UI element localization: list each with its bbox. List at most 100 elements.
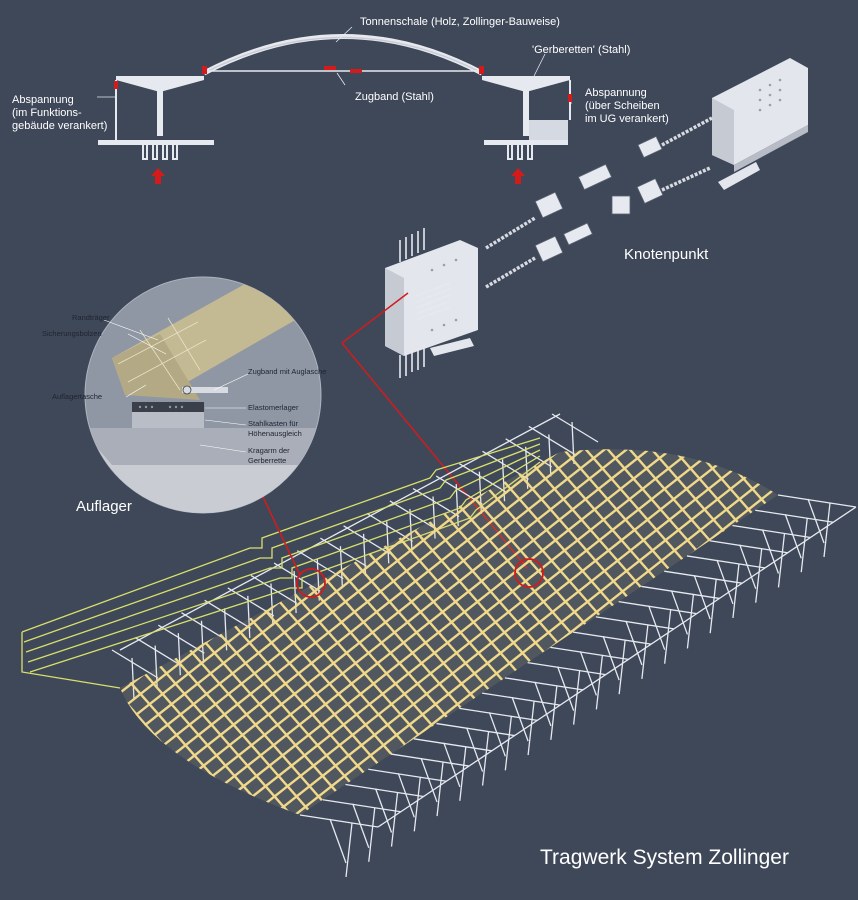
node-threaded-rods [485, 116, 713, 289]
right-frame-strut [807, 498, 825, 544]
right-support-arrow [511, 168, 525, 184]
left-foundation [98, 140, 214, 145]
left-anchor-mark [114, 81, 118, 89]
lattice-member-b [120, 449, 129, 815]
left-gerberette-top [116, 76, 204, 80]
right-frame-strut [784, 514, 802, 559]
lattice-member-b [757, 449, 778, 815]
left-frame-column [455, 484, 459, 527]
right-frame-column [823, 502, 831, 558]
barrel-shell-inner [203, 36, 483, 74]
left-frame-column [548, 434, 552, 477]
left-frame-arm [250, 574, 298, 605]
lattice-member-a [848, 420, 858, 830]
right-frame-arm [709, 540, 788, 554]
node-right-foot [718, 162, 760, 190]
left-anchor-label-3: gebäude verankert) [12, 120, 107, 132]
right-frame-column [459, 746, 467, 801]
right-frame-strut [693, 574, 711, 620]
right-frame-arm [595, 616, 675, 630]
lattice-member-a [759, 449, 778, 815]
right-frame-column [504, 716, 512, 771]
right-frame-column [368, 807, 376, 862]
lattice-member-b [0, 420, 40, 830]
right-frame-arm [345, 783, 424, 798]
node-clevis-3 [534, 191, 564, 219]
right-gerberette-top [482, 76, 570, 80]
right-frame-column [390, 792, 399, 847]
left-frame-arm [551, 413, 599, 443]
support-detail: Randträger Sicherungsbolzen Auflagertasc… [42, 276, 326, 515]
edge-beam-outline [21, 437, 541, 689]
lattice-member-b [691, 449, 778, 815]
node-clevis-4 [534, 235, 564, 263]
cantilever-label-1: Kragarm der [248, 446, 290, 455]
node-coupler-top [577, 163, 613, 191]
lattice-member-a [0, 420, 70, 830]
tie-label: Zugband (Stahl) [355, 91, 434, 103]
tie-mark-1 [324, 66, 336, 70]
right-frame-strut [625, 620, 643, 666]
right-anchor-label-3: im UG verankert) [585, 113, 669, 125]
right-frame-column [777, 533, 786, 588]
lattice-member-b [0, 420, 106, 830]
support-title: Auflager [76, 498, 132, 515]
right-frame-arm [504, 677, 583, 691]
left-frame-column [247, 595, 251, 638]
right-frame-arm [481, 692, 561, 706]
node-left-plate [385, 240, 478, 356]
left-frame-column [339, 546, 344, 589]
right-frame-arm [732, 524, 811, 539]
right-frame-strut [488, 712, 506, 757]
left-frame-arm [204, 599, 251, 629]
right-frame-column [755, 548, 763, 603]
left-frame-column [386, 521, 390, 564]
left-frame-edge [119, 413, 561, 651]
gerberette-label: 'Gerberetten' (Stahl) [532, 44, 630, 56]
edge-beam-label: Randträger [72, 313, 110, 322]
lattice-member-a [0, 420, 92, 830]
section-drawing: Tonnenschale (Holz, Zollinger-Bauweise) … [12, 16, 669, 184]
left-frame-column [200, 620, 205, 663]
lattice-member-b [669, 449, 778, 815]
edge-outline-end [21, 632, 121, 689]
left-frame-column [131, 657, 135, 701]
edge-outline-line [27, 455, 541, 663]
left-frame-arm [320, 537, 367, 567]
right-frame-column [572, 670, 581, 725]
left-support-arrow [151, 168, 165, 184]
left-frame-arm [389, 500, 437, 530]
left-frame-arm [528, 425, 576, 455]
right-frame-arm [459, 707, 538, 721]
right-frame-column [436, 761, 444, 817]
steel-box [132, 412, 204, 428]
support-leaders [103, 319, 249, 453]
lattice-member-a [737, 449, 778, 815]
right-frame-column [481, 731, 490, 786]
left-frame-column [177, 633, 181, 676]
right-ug-block [529, 120, 568, 140]
right-column [523, 80, 529, 136]
tie-with-lug [182, 387, 228, 393]
tie-mark-2 [350, 69, 362, 73]
right-frame-strut [761, 529, 780, 574]
left-shell-joint-mark [202, 66, 207, 74]
lattice-member-b [120, 449, 261, 815]
right-frame-arm [527, 661, 606, 676]
elastomer-bearing [132, 402, 204, 412]
left-frame-arm [181, 612, 228, 642]
right-frame-strut [329, 818, 347, 864]
edge-outline-line [29, 461, 541, 673]
right-frame-strut [465, 727, 484, 772]
right-frame-arm [368, 768, 447, 782]
node-right-plate [712, 58, 808, 165]
right-frame-strut [602, 635, 620, 681]
left-frame-column [409, 508, 413, 551]
node-clevis-2 [636, 178, 664, 204]
right-shell-joint-mark [479, 66, 484, 74]
lattice-member-b [625, 449, 778, 815]
right-frame-arm [299, 814, 379, 828]
lattice-member-b [603, 449, 778, 815]
cantilever-label-2: Gerberrette [248, 456, 286, 465]
